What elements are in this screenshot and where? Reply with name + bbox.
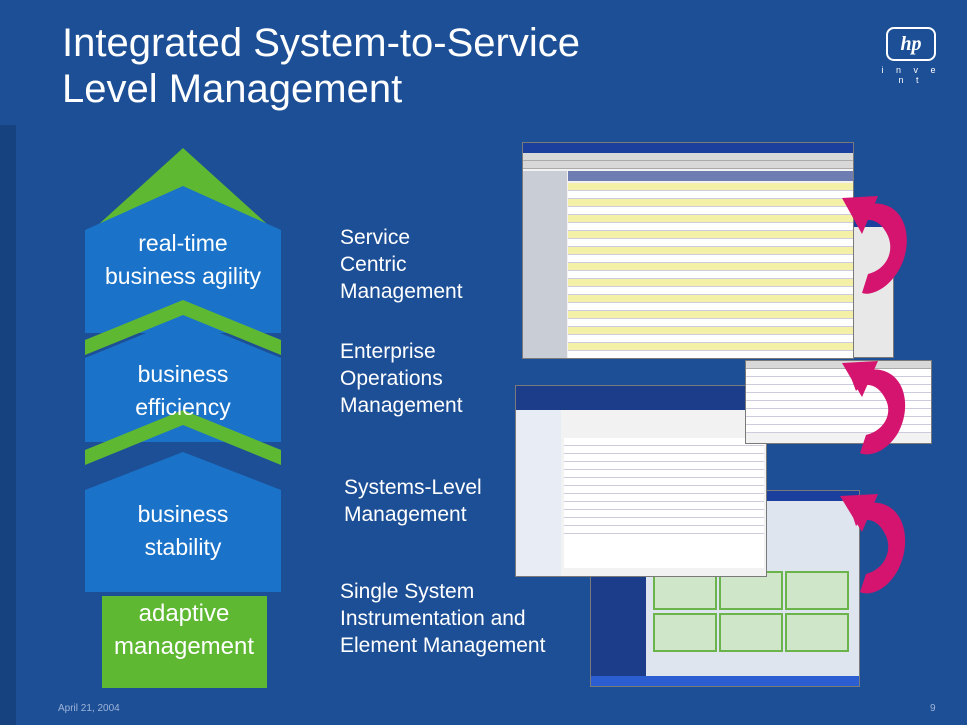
- description-1-line-1: Service: [340, 226, 411, 249]
- description-3-line-2: Management: [344, 503, 467, 526]
- hp-logo: hp i n v e n t: [876, 27, 946, 89]
- tier-label-4: adaptive management: [96, 597, 272, 663]
- tier-label-2: business efficiency: [85, 358, 281, 424]
- hp-logo-badge: hp: [886, 27, 936, 61]
- tier-4-line-1: adaptive: [138, 600, 230, 627]
- green-chevron-1: [85, 300, 281, 355]
- tier-label-1: real-time business agility: [85, 227, 281, 293]
- circular-arrow-icon-2: [842, 361, 906, 455]
- description-4: Single System Instrumentation and Elemen…: [340, 578, 545, 659]
- description-4-line-2: Instrumentation and: [340, 607, 526, 630]
- description-3-line-1: Systems-Level: [344, 476, 482, 499]
- description-2: Enterprise Operations Management: [340, 338, 463, 419]
- tier-1-line-2: business agility: [105, 263, 261, 289]
- slide-title: Integrated System-to-Service Level Manag…: [62, 20, 782, 112]
- tier-shape-4: [102, 596, 267, 688]
- footer-date: April 21, 2004: [58, 703, 120, 714]
- description-1: Service Centric Management: [340, 224, 463, 305]
- tier-2-line-2: efficiency: [135, 394, 231, 420]
- description-1-line-3: Management: [340, 280, 463, 303]
- tier-4-line-2: management: [113, 633, 255, 660]
- description-4-line-1: Single System: [340, 580, 475, 603]
- description-2-line-3: Management: [340, 394, 463, 417]
- tier-shape-2: [85, 318, 281, 442]
- tier-stack-graphic: [85, 148, 281, 688]
- description-2-line-1: Enterprise: [340, 340, 436, 363]
- tier-3-line-1: business: [137, 501, 229, 527]
- tier-label-3: business stability: [85, 498, 281, 564]
- tier-2-line-1: business: [137, 361, 229, 387]
- tier-shape-1: [85, 186, 281, 333]
- screenshot-thumbnail-systems-insight: [515, 385, 767, 577]
- hp-logo-tagline: i n v e n t: [881, 65, 941, 85]
- title-line-1: Integrated System-to-Service: [62, 21, 580, 65]
- green-chevron-2: [85, 410, 281, 465]
- tier-3-line-2: stability: [144, 534, 222, 560]
- left-accent-bar: [0, 125, 16, 725]
- description-1-line-2: Centric: [340, 253, 407, 276]
- tier-1-line-1: real-time: [138, 230, 228, 256]
- circular-arrow-icon-3: [840, 494, 906, 594]
- title-line-2: Level Management: [62, 67, 403, 111]
- circular-arrow-icon-1: [842, 196, 907, 294]
- description-3: Systems-Level Management: [344, 474, 482, 528]
- screenshot-thumbnail-service-desk: [522, 142, 854, 359]
- description-4-line-3: Element Management: [340, 634, 546, 657]
- footer-page-number: 9: [930, 703, 936, 714]
- tier-shape-3: [85, 452, 281, 592]
- description-2-line-2: Operations: [340, 367, 443, 390]
